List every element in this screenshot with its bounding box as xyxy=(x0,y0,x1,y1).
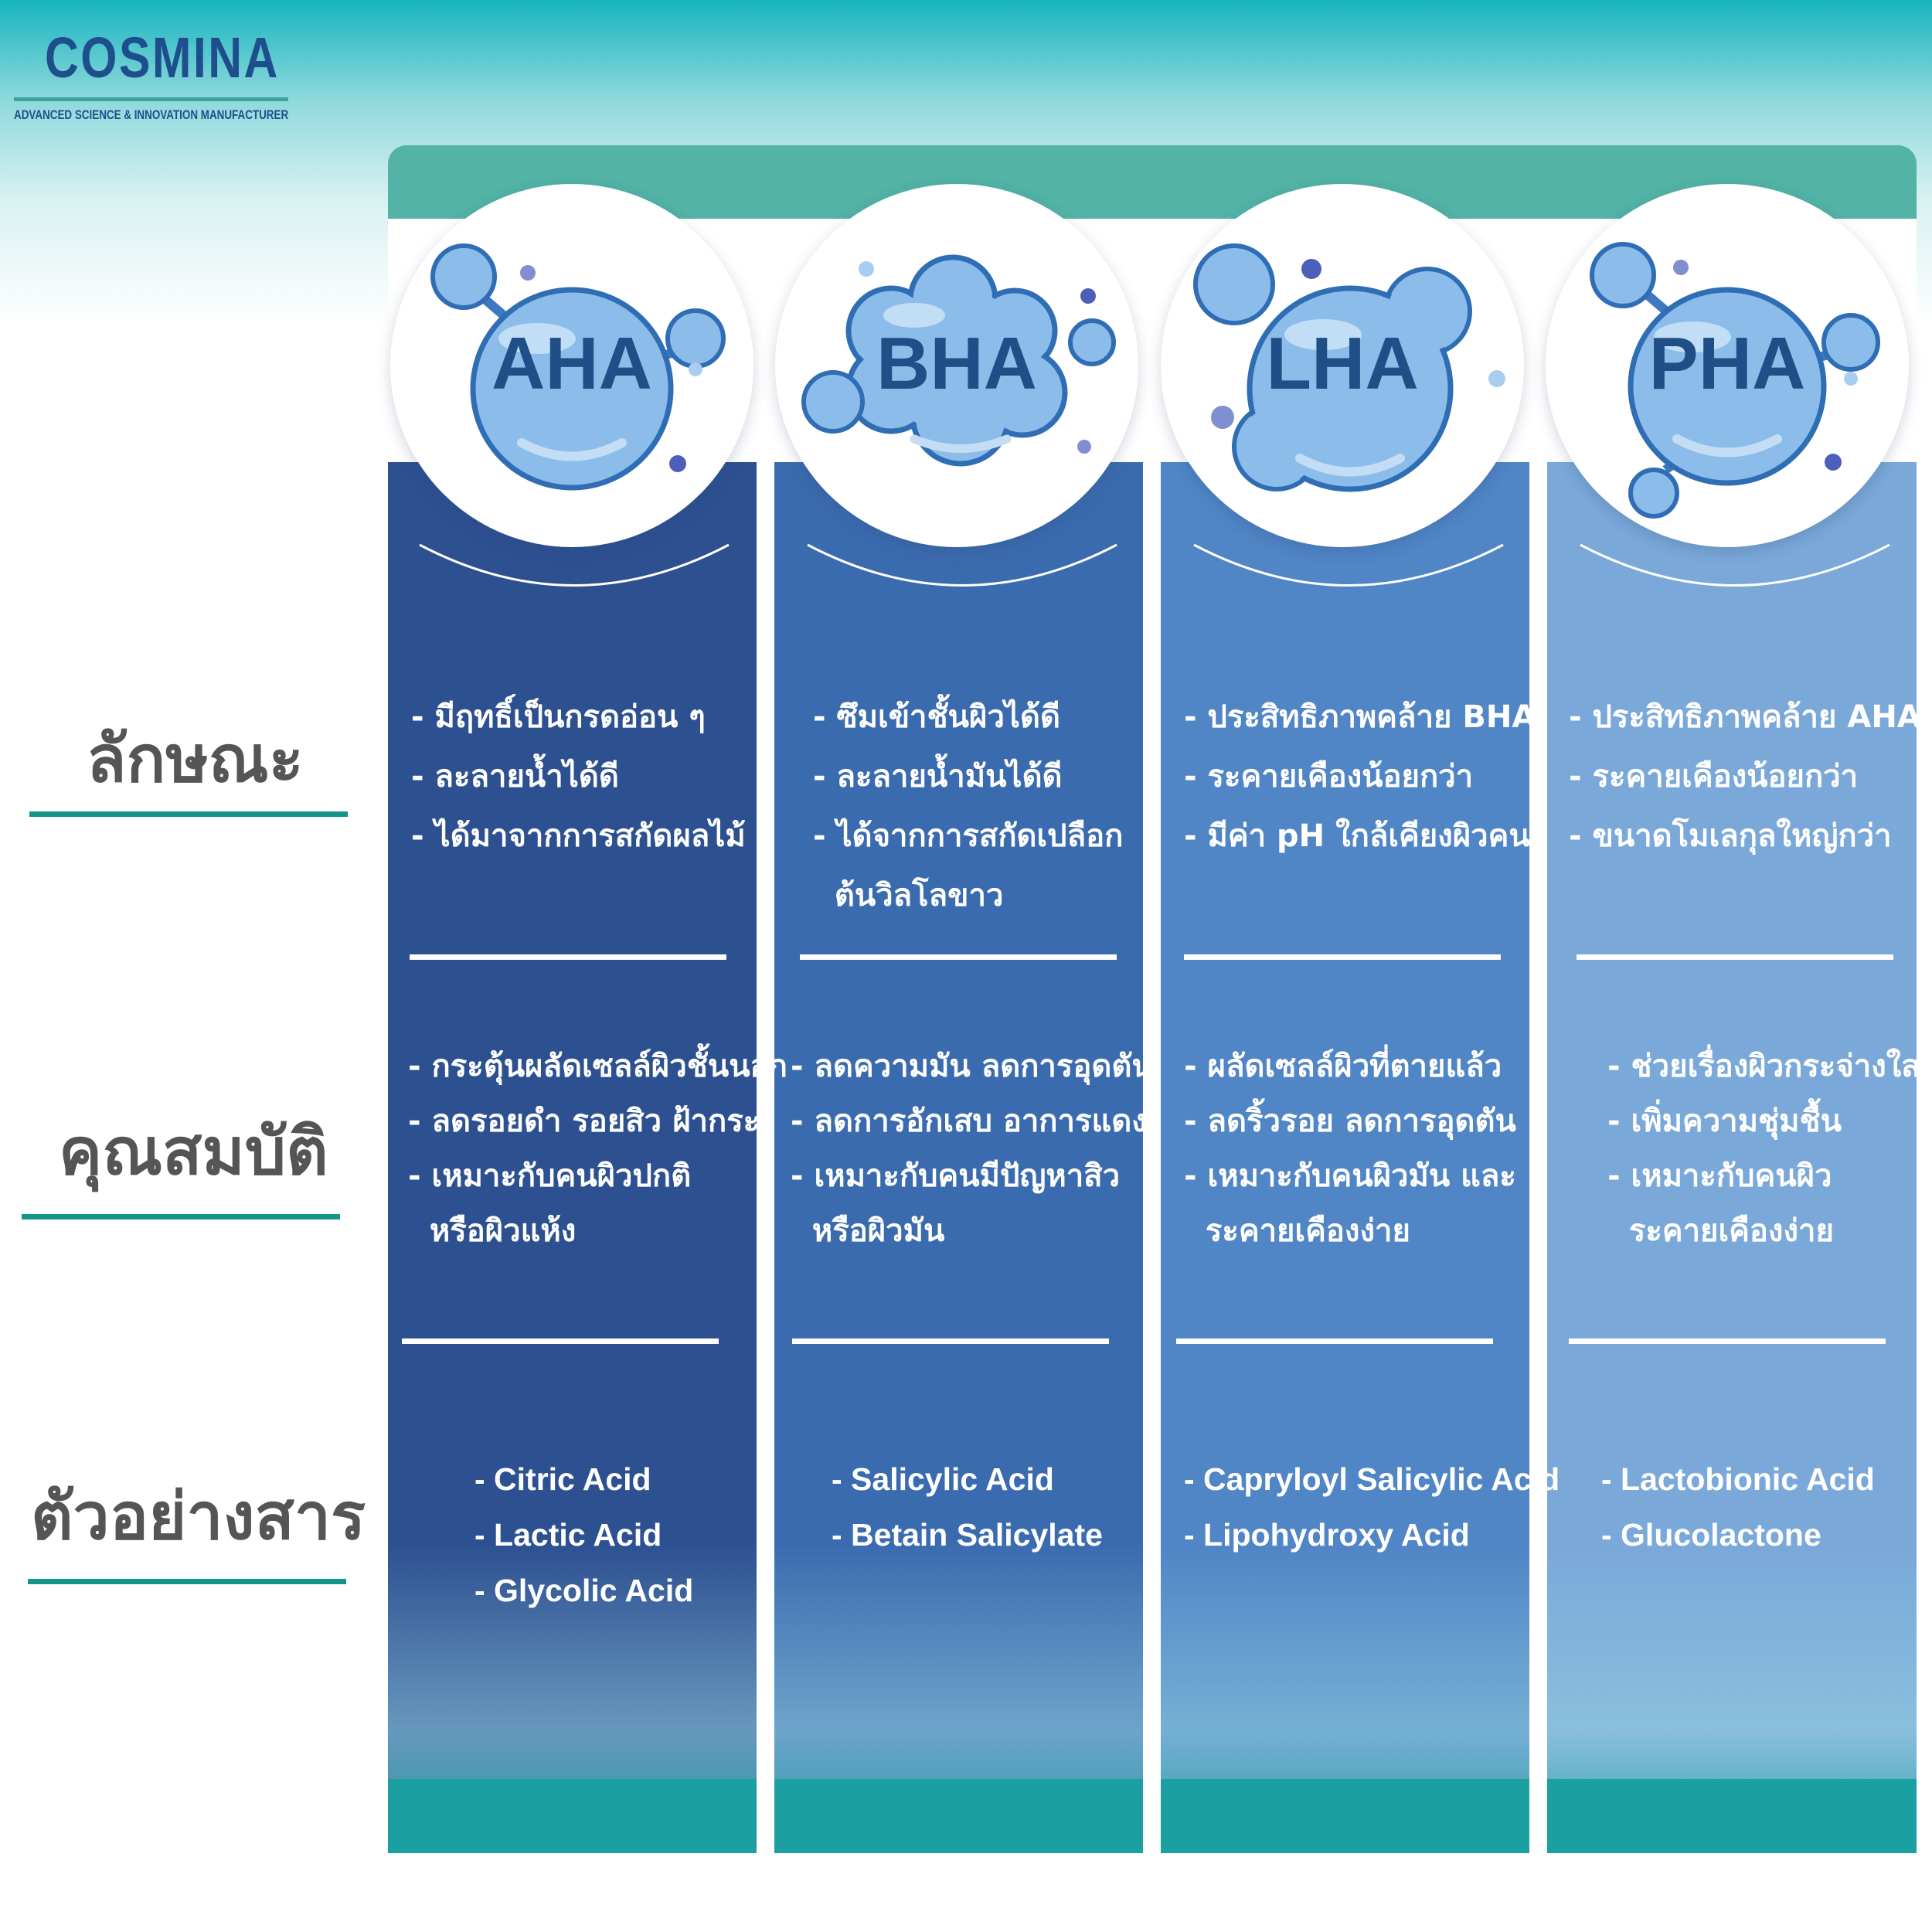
row-underline-examples xyxy=(28,1579,346,1584)
list-item: - Lipohydroxy Acid xyxy=(1184,1517,1470,1553)
arc-pha xyxy=(1580,543,1890,587)
molecule-bubble-icon xyxy=(430,243,726,491)
list-item: - ประสิทธิภาพคล้าย BHA xyxy=(1184,699,1536,735)
list-item: - Betain Salicylate xyxy=(832,1517,1103,1553)
list-item: - ซึมเข้าชั้นผิวได้ดี xyxy=(813,699,1060,735)
list-item: - ช่วยเรื่องผิวกระจ่างใส xyxy=(1607,1049,1920,1084)
brand-name: COSMINA xyxy=(45,26,280,90)
list-item: - Salicylic Acid xyxy=(832,1461,1054,1497)
lha-divider-2 xyxy=(1176,1338,1493,1344)
pha-characteristics: - ประสิทธิภาพคล้าย AHA - ระคายเคืองน้อยก… xyxy=(1569,688,1921,866)
list-item: หรือผิวมัน xyxy=(791,1213,945,1249)
list-item: - Lactic Acid xyxy=(474,1517,662,1553)
aha-examples: - Citric Acid - Lactic Acid - Glycolic A… xyxy=(474,1451,693,1618)
pha-divider-2 xyxy=(1569,1338,1886,1344)
list-item: หรือผิวแห้ง xyxy=(408,1213,577,1249)
list-item: - ระคายเคืองน้อยกว่า xyxy=(1569,759,1859,794)
brand-logo: COSMINA ADVANCED SCIENCE & INNOVATION MA… xyxy=(14,29,292,123)
column-pha xyxy=(1547,462,1917,1853)
list-item: - Lactobionic Acid xyxy=(1601,1461,1875,1497)
list-item: - ได้จากการสกัดเปลือก xyxy=(813,818,1124,854)
pha-properties: - ช่วยเรื่องผิวกระจ่างใส - เพิ่มความชุ่ม… xyxy=(1607,1039,1920,1259)
arc-lha xyxy=(1193,543,1504,587)
pha-examples: - Lactobionic Acid - Glucolactone xyxy=(1601,1451,1875,1563)
arc-aha xyxy=(419,543,730,587)
molecule-bubble-icon xyxy=(1590,242,1880,519)
pha-circle: PHA xyxy=(1546,184,1909,547)
list-item: - ระคายเคืองน้อยกว่า xyxy=(1184,759,1474,794)
lha-divider-1 xyxy=(1184,954,1501,960)
bha-divider-2 xyxy=(792,1338,1109,1344)
list-item: - มีฤทธิ์เป็นกรดอ่อน ๆ xyxy=(411,699,706,735)
column-bha xyxy=(774,462,1143,1853)
list-item: - ประสิทธิภาพคล้าย AHA xyxy=(1569,699,1921,735)
column-aha xyxy=(388,462,757,1853)
list-item: - ลดรอยดำ รอยสิว ฝ้ากระ xyxy=(408,1104,760,1139)
list-item: ระคายเคืองง่าย xyxy=(1607,1213,1834,1249)
bha-characteristics: - ซึมเข้าชั้นผิวได้ดี - ละลายน้ำมันได้ดี… xyxy=(813,688,1123,926)
acid-label-aha: AHA xyxy=(492,322,652,405)
list-item: - ลดริ้วรอย ลดการอุดตัน xyxy=(1184,1104,1516,1139)
lha-examples: - Capryloyl Salicylic Acid - Lipohydroxy… xyxy=(1184,1451,1560,1563)
row-label-characteristics: ลักษณะ xyxy=(87,721,304,797)
list-item: - เหมาะกับคนมีปัญหาสิว xyxy=(791,1158,1121,1194)
row-underline-properties xyxy=(22,1214,340,1219)
aha-characteristics: - มีฤทธิ์เป็นกรดอ่อน ๆ - ละลายน้ำได้ดี -… xyxy=(411,688,746,866)
aha-circle: AHA xyxy=(390,184,753,547)
lha-circle: LHA xyxy=(1161,184,1524,547)
row-label-properties: คุณสมบัติ xyxy=(59,1114,328,1189)
row-label-examples: ตัวอย่างสาร xyxy=(31,1478,366,1554)
arc-bha xyxy=(807,543,1117,587)
list-item: ต้นวิลโลขาว xyxy=(813,878,1004,913)
bha-examples: - Salicylic Acid - Betain Salicylate xyxy=(832,1451,1103,1563)
bha-divider-1 xyxy=(800,954,1117,960)
column-lha xyxy=(1161,462,1529,1853)
list-item: - ละลายน้ำได้ดี xyxy=(411,759,619,794)
list-item: - ลดการอักเสบ อาการแดง xyxy=(791,1104,1147,1139)
list-item: - เหมาะกับคนผิว xyxy=(1607,1158,1832,1194)
list-item: ระคายเคืองง่าย xyxy=(1184,1213,1410,1249)
lha-characteristics: - ประสิทธิภาพคล้าย BHA - ระคายเคืองน้อยก… xyxy=(1184,688,1536,866)
list-item: - Glucolactone xyxy=(1601,1517,1821,1553)
pha-divider-1 xyxy=(1577,954,1893,960)
row-underline-characteristics xyxy=(29,811,348,817)
list-item: - ขนาดโมเลกุลใหญ่กว่า xyxy=(1569,818,1892,854)
acid-label-bha: BHA xyxy=(876,322,1037,405)
list-item: - Capryloyl Salicylic Acid xyxy=(1184,1461,1560,1497)
list-item: - ได้มาจากการสกัดผลไม้ xyxy=(411,818,746,854)
list-item: - มีค่า pH ใกล้เคียงผิวคน xyxy=(1184,818,1530,854)
list-item: - เหมาะกับคนผิวมัน และ xyxy=(1184,1158,1516,1194)
list-item: - Citric Acid xyxy=(474,1461,651,1497)
lha-properties: - ผลัดเซลล์ผิวที่ตายแล้ว - ลดริ้วรอย ลดก… xyxy=(1184,1039,1516,1259)
aha-divider-1 xyxy=(410,954,726,960)
list-item: - ลดความมัน ลดการอุดตัน xyxy=(791,1049,1153,1084)
aha-properties: - กระตุ้นผลัดเซลล์ผิวชั้นนอก - ลดรอยดำ ร… xyxy=(408,1039,787,1259)
list-item: - กระตุ้นผลัดเซลล์ผิวชั้นนอก xyxy=(408,1049,787,1084)
list-item: - Glycolic Acid xyxy=(474,1573,694,1608)
brand-underline xyxy=(14,97,288,101)
acid-label-pha: PHA xyxy=(1648,322,1806,405)
list-item: - เหมาะกับคนผิวปกติ xyxy=(408,1158,692,1194)
cloud-bubble-icon xyxy=(801,254,1116,467)
bha-circle: BHA xyxy=(775,184,1138,547)
molecule-bubble-icon xyxy=(1193,243,1505,492)
list-item: - เพิ่มความชุ่มชื้น xyxy=(1607,1104,1842,1139)
list-item: - ละลายน้ำมันได้ดี xyxy=(813,759,1063,794)
aha-divider-2 xyxy=(402,1338,719,1344)
acid-label-lha: LHA xyxy=(1266,322,1419,405)
bha-properties: - ลดความมัน ลดการอุดตัน - ลดการอักเสบ อา… xyxy=(791,1039,1153,1259)
brand-tagline: ADVANCED SCIENCE & INNOVATION MANUFACTUR… xyxy=(14,107,289,122)
list-item: - ผลัดเซลล์ผิวที่ตายแล้ว xyxy=(1184,1049,1502,1084)
